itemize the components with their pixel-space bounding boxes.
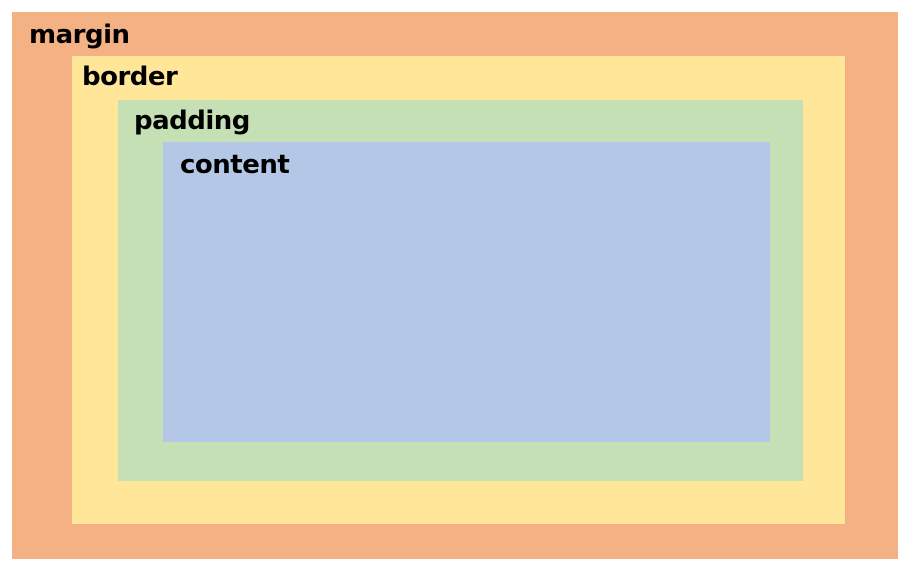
margin-label: margin (29, 20, 130, 50)
padding-label: padding (134, 106, 250, 136)
content-label: content (180, 150, 290, 180)
content-box: content (163, 142, 770, 442)
border-label: border (82, 62, 178, 92)
